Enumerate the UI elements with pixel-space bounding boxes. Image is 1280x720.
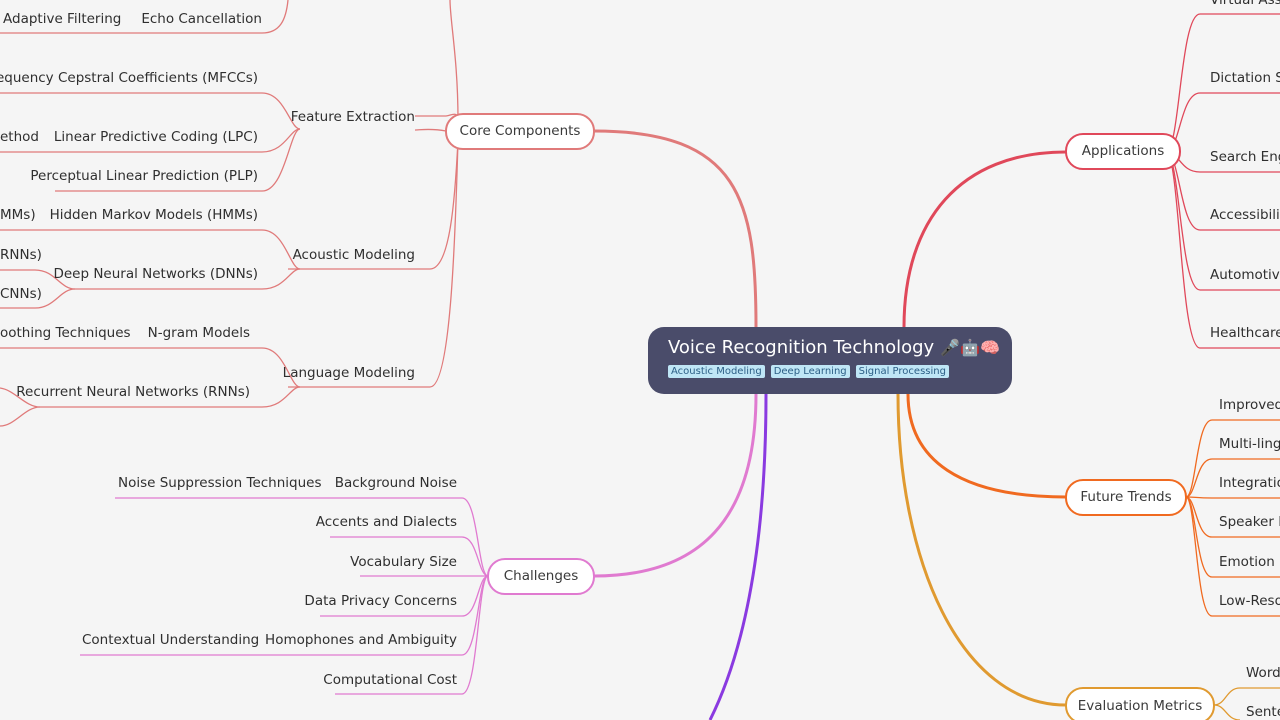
core-components-node[interactable] (445, 113, 595, 150)
language-modeling: Language Modeling (283, 365, 415, 381)
dnn-sub-cnn: CNNs) (0, 286, 42, 302)
rnn: Recurrent Neural Networks (RNNs) (16, 384, 250, 400)
connector-root-evaluation (896, 393, 1067, 707)
applications-node[interactable] (1065, 133, 1181, 170)
eval-sentence: Sente (1246, 704, 1280, 720)
dnn: Deep Neural Networks (DNNs) (53, 266, 258, 282)
eval-word: Word (1246, 665, 1280, 681)
tag-acoustic-modeling[interactable]: Acoustic Modeling (668, 365, 765, 378)
core-components-label: Core Components (460, 123, 581, 139)
connector-root-applications (902, 150, 1067, 328)
root-node[interactable]: Voice Recognition Technology 🎤🤖🧠 Acoustic… (648, 327, 1012, 394)
acoustic-modeling: Acoustic Modeling (293, 247, 415, 263)
contextual-understanding: Contextual Understanding (82, 632, 259, 648)
app-dictation: Dictation So (1210, 70, 1280, 86)
ngram: N-gram Models (148, 325, 250, 341)
lpc: Linear Predictive Coding (LPC) (54, 129, 258, 145)
future-low-resource: Low-Resou (1219, 593, 1280, 609)
hmm: Hidden Markov Models (HMMs) (50, 207, 258, 223)
app-search: Search Engi (1210, 149, 1280, 165)
applications-subconnectors (1165, 13, 1280, 349)
data-privacy: Data Privacy Concerns (304, 593, 457, 609)
root-title-row: Voice Recognition Technology 🎤🤖🧠 (668, 337, 1000, 359)
root-tags: Acoustic Modeling Deep Learning Signal P… (668, 365, 992, 378)
lpc-method: ethod (0, 129, 39, 145)
accents-dialects: Accents and Dialects (316, 514, 457, 530)
future-multilingual: Multi-lingu (1219, 436, 1280, 452)
future-improved: Improved (1219, 397, 1280, 413)
root-title: Voice Recognition Technology (668, 337, 935, 358)
app-automotive: Automotive (1210, 267, 1280, 283)
future-subconnectors (1185, 419, 1280, 617)
future-integration: Integration (1219, 475, 1280, 491)
computational-cost: Computational Cost (323, 672, 457, 688)
connector-root-challenges (593, 393, 758, 578)
future-trends-label: Future Trends (1080, 489, 1171, 505)
plp: Perceptual Linear Prediction (PLP) (30, 168, 258, 184)
vocabulary-size: Vocabulary Size (350, 554, 457, 570)
evaluation-metrics-node[interactable] (1065, 687, 1215, 720)
hmm-sub: MMs) (0, 207, 36, 223)
connector-root-future (906, 393, 1067, 499)
microphone-robot-brain-icon: 🎤🤖🧠 (940, 338, 1000, 357)
echo-cancellation: Echo Cancellation (141, 11, 262, 27)
homophones: Homophones and Ambiguity (265, 632, 457, 648)
connector-root-core (593, 129, 758, 328)
app-virtual-assistants: Virtual Assi (1210, 0, 1280, 8)
mfcc: Mel-Frequency Cepstral Coefficients (MFC… (0, 70, 258, 86)
connector-root-bottom (708, 393, 768, 720)
future-trends-node[interactable] (1065, 479, 1187, 516)
feature-extraction: Feature Extraction (291, 109, 415, 125)
evaluation-metrics-label: Evaluation Metrics (1078, 698, 1203, 714)
future-speaker: Speaker D (1219, 514, 1280, 530)
challenges-label: Challenges (504, 568, 579, 584)
tag-deep-learning[interactable]: Deep Learning (770, 365, 850, 378)
app-accessibility: Accessibility (1210, 207, 1280, 223)
background-noise: Background Noise (335, 475, 457, 491)
noise-suppression: Noise Suppression Techniques (118, 475, 322, 491)
app-healthcare: Healthcare (1210, 325, 1280, 341)
adaptive-filtering: Adaptive Filtering (3, 11, 121, 27)
challenges-subconnectors (80, 497, 489, 695)
applications-label: Applications (1082, 143, 1164, 159)
future-emotion: Emotion R (1219, 554, 1280, 570)
challenges-node[interactable] (487, 558, 595, 595)
dnn-sub-rnn: RNNs) (0, 247, 42, 263)
ngram-sub: oothing Techniques (0, 325, 131, 341)
tag-signal-processing[interactable]: Signal Processing (855, 365, 949, 378)
core-subconnectors (0, 0, 459, 427)
